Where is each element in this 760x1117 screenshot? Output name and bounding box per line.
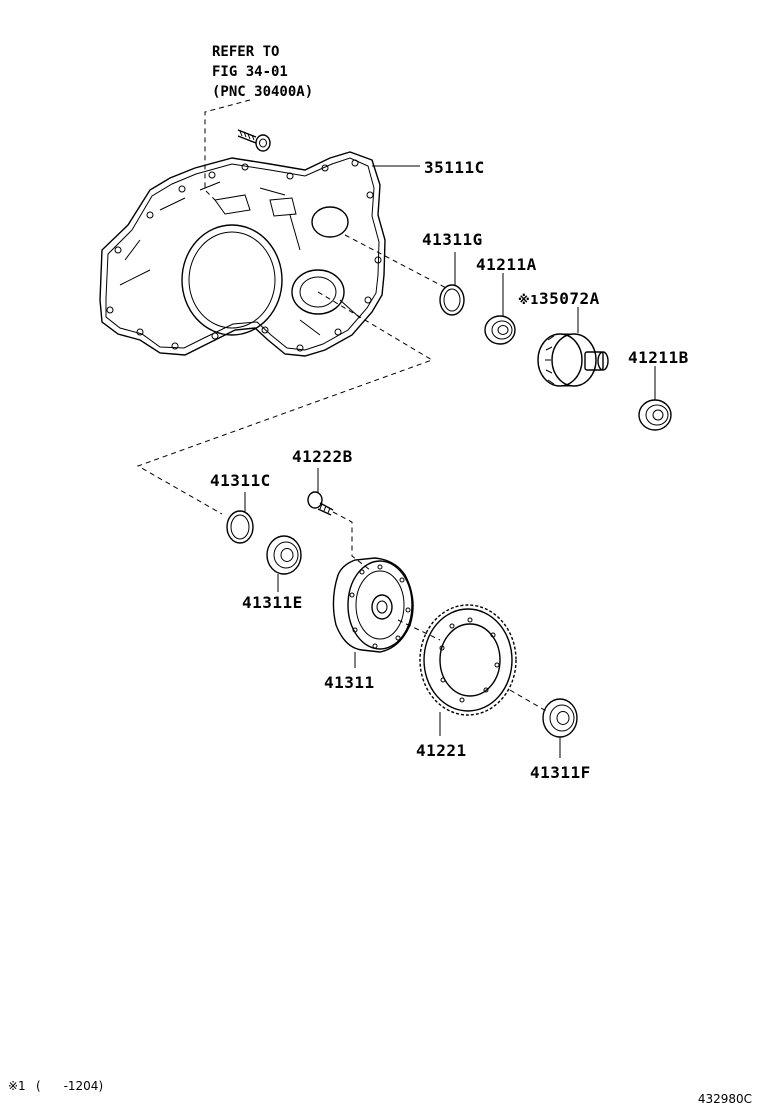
reference-line-3: (PNC 30400A): [212, 84, 313, 100]
label-41311F: 41311F: [530, 763, 591, 782]
label-41211B: 41211B: [628, 348, 689, 367]
differential-axis-line: [136, 291, 434, 515]
transaxle-housing-icon: [99, 151, 386, 357]
label-41221: 41221: [416, 741, 467, 760]
label-41311C: 41311C: [210, 471, 271, 490]
gear-shaft-number: 35072A: [539, 289, 600, 308]
reference-note: REFER TO FIG 34-01 (PNC 30400A): [212, 44, 313, 100]
gear-shaft-icon: [537, 333, 609, 387]
label-41211A: 41211A: [476, 255, 537, 274]
upper-axis-line: [344, 234, 451, 291]
label-41311G: 41311G: [422, 230, 483, 249]
gear-axis-line: [397, 619, 549, 713]
differential-case-icon: [332, 557, 414, 653]
gear-shaft-mark: ※1: [518, 293, 539, 307]
bearing-f-icon: [542, 698, 578, 738]
oil-seal-g-icon: [439, 284, 465, 316]
bearing-a-icon: [484, 315, 516, 345]
label-gear-shaft: ※135072A: [518, 289, 600, 308]
label-35111C: 35111C: [424, 158, 485, 177]
housing-bolt-icon: [237, 129, 271, 152]
bearing-b-icon: [638, 399, 672, 431]
case-bolt-icon: [307, 491, 334, 516]
label-41222B: 41222B: [292, 447, 353, 466]
bearing-e-icon: [266, 535, 302, 575]
oil-seal-c-icon: [226, 510, 254, 544]
footnote-text: ( -1204): [36, 1079, 103, 1093]
label-41311: 41311: [324, 673, 375, 692]
bolt-axis-line: [332, 511, 371, 571]
reference-leader: [204, 99, 251, 201]
footnote-mark: ※1: [8, 1079, 26, 1093]
figure-id: 432980C: [698, 1092, 752, 1106]
footnote: ※1 ( -1204): [8, 1079, 103, 1093]
reference-line-1: REFER TO: [212, 44, 279, 60]
ring-gear-icon: [419, 604, 517, 716]
reference-line-2: FIG 34-01: [212, 64, 288, 80]
label-41311E: 41311E: [242, 593, 303, 612]
